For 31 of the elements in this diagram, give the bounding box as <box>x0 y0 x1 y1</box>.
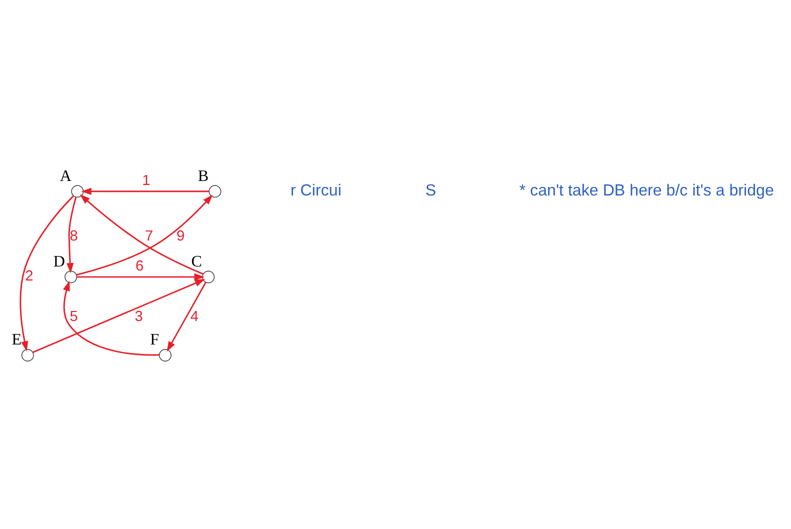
edge-label: 4 <box>190 308 199 325</box>
edge-label: 6 <box>136 258 144 274</box>
node-label: D <box>53 253 65 270</box>
edge-label: 7 <box>145 228 154 244</box>
edge-label: 8 <box>70 228 78 244</box>
node-label: C <box>191 253 202 270</box>
arrow <box>66 197 77 274</box>
label: * can't take DB here b/c it's a bridge <box>519 181 774 200</box>
node-label: A <box>60 168 72 185</box>
edge-label: 2 <box>25 268 34 285</box>
node-circle <box>21 349 34 362</box>
arrow <box>76 273 205 281</box>
edge-label: 1 <box>142 172 150 189</box>
node-circle <box>159 349 172 362</box>
node-label: B <box>198 168 209 185</box>
node-label: F <box>150 332 160 349</box>
node-label: E <box>12 332 22 349</box>
arrow <box>32 279 206 353</box>
node-circle <box>71 185 84 198</box>
arrow <box>20 196 74 352</box>
arrow <box>166 282 206 352</box>
label: S <box>425 181 436 200</box>
arrow <box>63 280 160 356</box>
node-circle <box>202 270 215 284</box>
edge-label: 5 <box>70 308 78 325</box>
arrow <box>81 188 209 195</box>
edge-label: 9 <box>176 228 185 244</box>
node-circle <box>64 270 78 284</box>
node-circle <box>208 185 222 198</box>
edge-label: 3 <box>134 308 143 325</box>
label: r Circui <box>290 181 342 200</box>
